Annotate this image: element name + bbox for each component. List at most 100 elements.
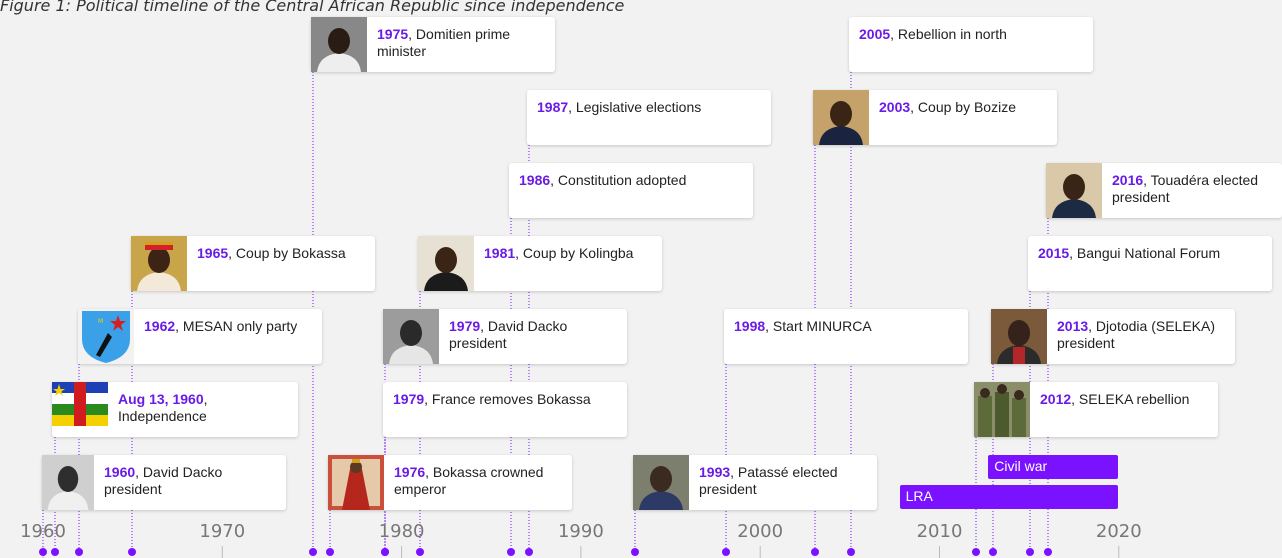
event-dot[interactable] [1044, 548, 1052, 556]
event-card[interactable]: 2005, Rebellion in north [849, 17, 1093, 72]
event-description: , Patassé elected president [699, 464, 838, 497]
event-dot[interactable] [631, 548, 639, 556]
svg-text:M: M [98, 318, 103, 325]
portrait-photo [131, 236, 187, 291]
portrait-photo [991, 309, 1047, 364]
event-dot[interactable] [847, 548, 855, 556]
axis-tick-label: 2020 [1095, 521, 1142, 542]
portrait-photo [1046, 163, 1102, 218]
event-card[interactable]: 1986, Constitution adopted [509, 163, 753, 218]
axis-tick-label: 2010 [916, 521, 963, 542]
event-description: , Independence [118, 391, 208, 424]
event-card[interactable]: 2016, Touadéra elected president [1046, 163, 1282, 218]
event-card[interactable]: 1976, Bokassa crowned emperor [328, 455, 572, 510]
portrait-photo [383, 309, 439, 364]
figure-caption: Figure 1: Political timeline of the Cent… [0, 0, 625, 15]
coronation-photo [328, 455, 384, 510]
event-dot[interactable] [507, 548, 515, 556]
event-year: Aug 13, 1960 [118, 391, 204, 407]
event-card[interactable]: 1965, Coup by Bokassa [131, 236, 375, 291]
event-description: , Coup by Kolingba [515, 245, 634, 261]
event-dot[interactable] [39, 548, 47, 556]
event-year: 1979 [449, 318, 481, 334]
event-year: 1962 [144, 318, 176, 334]
event-description: , Coup by Bokassa [228, 245, 346, 261]
event-dot[interactable] [326, 548, 334, 556]
portrait-photo [813, 90, 869, 145]
event-year: 1975 [377, 26, 409, 42]
event-description: , Touadéra elected president [1112, 172, 1259, 205]
event-card[interactable]: 1993, Patassé elected president [633, 455, 877, 510]
event-year: 1981 [484, 245, 516, 261]
period-bar[interactable]: Civil war [988, 455, 1118, 479]
axis-tick-label: 1990 [557, 521, 604, 542]
event-text: 1960, David Dacko president [104, 464, 278, 498]
event-description: , Djotodia (SELEKA) president [1057, 318, 1215, 351]
portrait-photo [42, 455, 94, 510]
event-card[interactable]: 1979, France removes Bokassa [383, 382, 627, 437]
event-dot[interactable] [1026, 548, 1034, 556]
event-dot[interactable] [381, 548, 389, 556]
event-card[interactable]: Aug 13, 1960, Independence [52, 382, 298, 437]
portrait-photo [311, 17, 367, 72]
event-text: Aug 13, 1960, Independence [118, 391, 290, 425]
event-description: , David Dacko president [449, 318, 568, 351]
event-card[interactable]: 1998, Start MINURCA [724, 309, 968, 364]
axis-tick-label: 2000 [737, 521, 784, 542]
event-description: , Legislative elections [568, 99, 702, 115]
event-card[interactable]: 1960, David Dacko president [42, 455, 286, 510]
event-year: 1979 [393, 391, 425, 407]
event-text: 1987, Legislative elections [537, 99, 763, 116]
portrait-photo [633, 455, 689, 510]
mesan-shield: M [78, 309, 134, 364]
event-card[interactable]: 1981, Coup by Kolingba [418, 236, 662, 291]
event-text: 2015, Bangui National Forum [1038, 245, 1264, 262]
event-dot[interactable] [525, 548, 533, 556]
event-year: 2016 [1112, 172, 1144, 188]
axis-tick-label: 1960 [20, 521, 66, 542]
event-dot[interactable] [811, 548, 819, 556]
event-card[interactable]: 1987, Legislative elections [527, 90, 771, 145]
event-year: 2015 [1038, 245, 1070, 261]
event-description: , France removes Bokassa [424, 391, 591, 407]
event-text: 1986, Constitution adopted [519, 172, 745, 189]
event-dot[interactable] [51, 548, 59, 556]
event-text: 2013, Djotodia (SELEKA) president [1057, 318, 1227, 352]
event-dot[interactable] [416, 548, 424, 556]
event-dot[interactable] [989, 548, 997, 556]
event-card[interactable]: 1979, David Dacko president [383, 309, 627, 364]
event-description: , Bangui National Forum [1069, 245, 1221, 261]
event-text: 1976, Bokassa crowned emperor [394, 464, 564, 498]
event-dot[interactable] [972, 548, 980, 556]
event-text: 2005, Rebellion in north [859, 26, 1085, 43]
event-year: 1976 [394, 464, 426, 480]
axis-tick-label: 1980 [378, 521, 425, 542]
event-year: 1986 [519, 172, 551, 188]
event-year: 1987 [537, 99, 569, 115]
event-card[interactable]: 2003, Coup by Bozize [813, 90, 1057, 145]
event-card[interactable]: 2012, SELEKA rebellion [974, 382, 1218, 437]
event-year: 2003 [879, 99, 911, 115]
event-description: , Rebellion in north [890, 26, 1007, 42]
event-card[interactable]: 2015, Bangui National Forum [1028, 236, 1272, 291]
seleka-fighters [974, 382, 1030, 437]
event-dot[interactable] [75, 548, 83, 556]
event-card[interactable]: 1975, Domitien prime minister [311, 17, 555, 72]
event-dot[interactable] [128, 548, 136, 556]
event-text: 1981, Coup by Kolingba [484, 245, 654, 262]
event-description: , Coup by Bozize [910, 99, 1016, 115]
car-flag [52, 382, 108, 437]
portrait-photo [418, 236, 474, 291]
event-year: 2012 [1040, 391, 1072, 407]
event-dot[interactable] [722, 548, 730, 556]
period-bar[interactable]: LRA [899, 485, 1118, 509]
event-text: 1975, Domitien prime minister [377, 26, 547, 60]
event-year: 1998 [734, 318, 766, 334]
event-text: 2016, Touadéra elected president [1112, 172, 1274, 206]
event-dot[interactable] [309, 548, 317, 556]
event-description: , Bokassa crowned emperor [394, 464, 544, 497]
event-text: 2003, Coup by Bozize [879, 99, 1049, 116]
event-text: 1993, Patassé elected president [699, 464, 869, 498]
event-card[interactable]: 2013, Djotodia (SELEKA) president [991, 309, 1235, 364]
